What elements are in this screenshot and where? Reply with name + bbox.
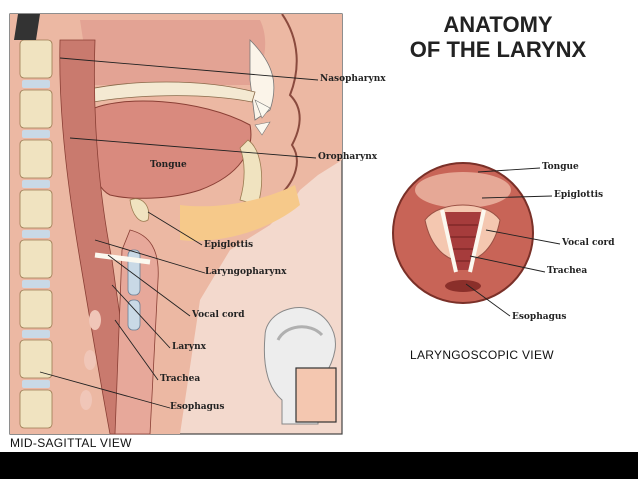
scope-label-trachea: Trachea [547,266,588,276]
label-esophagus: Esophagus [170,402,225,412]
scope-label-esophagus: Esophagus [512,312,567,322]
label-oropharynx: Oropharynx [318,152,378,162]
label-larynx: Larynx [172,342,207,352]
label-laryngopharynx: Laryngopharynx [205,267,287,277]
label-trachea: Trachea [160,374,201,384]
scope-label-epiglottis: Epiglottis [554,190,604,200]
title-line-2: OF THE LARYNX [409,37,587,62]
title-line-1: ANATOMY [443,12,553,37]
label-epiglottis: Epiglottis [204,240,254,250]
head-inset [263,307,337,425]
scope-label-vocal-cord: Vocal cord [562,238,615,248]
label-nasopharynx: Nasopharynx [320,74,386,84]
mid-sagittal-view-label: MID-SAGITTAL VIEW [10,436,132,450]
laryngoscopic-view-label: LARYNGOSCOPIC VIEW [410,348,554,362]
label-tongue: Tongue [150,160,187,170]
label-vocal-cord: Vocal cord [192,310,245,320]
laryngoscopic-illustration [392,162,561,317]
mid-sagittal-illustration [9,13,561,435]
bottom-black-bar [0,452,638,479]
scope-label-tongue: Tongue [542,162,579,172]
figure-title: ANATOMY OF THE LARYNX [408,12,588,62]
